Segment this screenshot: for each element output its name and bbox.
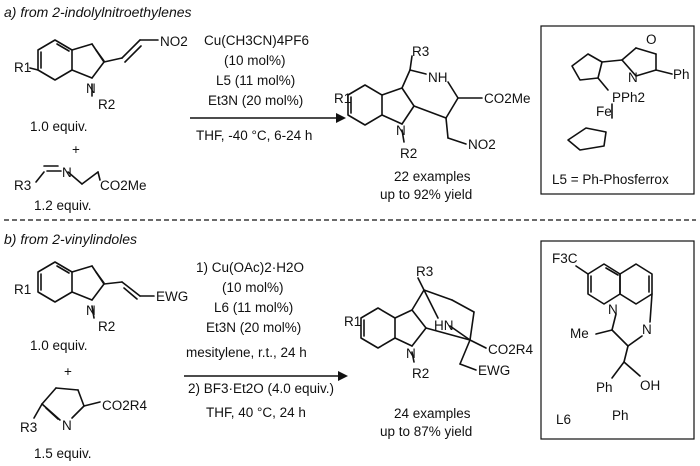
ligand-l5-pph2: PPh2 bbox=[612, 90, 645, 105]
ligand-l5-structure bbox=[567, 47, 673, 151]
reactant-a2-r3: R3 bbox=[14, 178, 31, 193]
ligand-l6-ph-b: Ph bbox=[612, 408, 629, 423]
results-a-examples: 22 examples bbox=[394, 169, 471, 184]
product-b-structure bbox=[360, 277, 487, 371]
ligand-l6-n: N bbox=[642, 322, 652, 337]
reactant-b1-structure bbox=[37, 261, 155, 319]
reactant-a1-no2: NO2 bbox=[160, 34, 188, 49]
product-a-r2: R2 bbox=[400, 146, 417, 161]
ligand-l6-n1-label: N bbox=[608, 302, 618, 317]
condition-b-2: (10 mol%) bbox=[222, 280, 284, 295]
ligand-l5-ph: Ph bbox=[673, 67, 690, 82]
arrow-b-head bbox=[338, 371, 348, 381]
ligand-l6-structure bbox=[575, 263, 653, 379]
reactant-a1-r2: R2 bbox=[98, 97, 115, 112]
product-b-ewg: EWG bbox=[478, 363, 510, 378]
condition-a-1: Cu(CH3CN)4PF6 bbox=[204, 33, 309, 48]
product-a-co2me: CO2Me bbox=[484, 91, 531, 106]
reactant-b1-r1: R1 bbox=[14, 282, 31, 297]
results-b-yield: up to 87% yield bbox=[380, 424, 472, 439]
product-a-structure bbox=[347, 55, 483, 145]
reactant-b1-r2: R2 bbox=[98, 319, 115, 334]
reactant-b2-r3: R3 bbox=[20, 420, 37, 435]
results-a-yield: up to 92% yield bbox=[380, 187, 472, 202]
condition-b-3: L6 (11 mol%) bbox=[214, 300, 293, 315]
reactant-a1-r1: R1 bbox=[14, 60, 31, 75]
product-a-nh: NH bbox=[428, 70, 448, 85]
ligand-l6-box bbox=[540, 240, 695, 440]
reactant-a1-equiv: 1.0 equiv. bbox=[30, 119, 88, 134]
ligand-l6-me: Me bbox=[570, 326, 589, 341]
product-a-no2: NO2 bbox=[468, 137, 496, 152]
ligand-l5-label: L5 = Ph-Phosferrox bbox=[552, 172, 669, 187]
reactant-a2-n: N bbox=[62, 165, 72, 180]
ligand-l5-o: O bbox=[646, 32, 657, 47]
reactant-a2-equiv: 1.2 equiv. bbox=[34, 198, 92, 213]
condition-a-4: Et3N (20 mol%) bbox=[208, 93, 303, 108]
product-b-hn: HN bbox=[434, 318, 454, 333]
condition-a-2: (10 mol%) bbox=[224, 53, 286, 68]
condition-a-3: L5 (11 mol%) bbox=[216, 73, 295, 88]
product-a-r1: R1 bbox=[334, 91, 351, 106]
product-b-n: N bbox=[406, 346, 416, 361]
ligand-l5-fe: Fe bbox=[596, 104, 612, 119]
ligand-l6-ph-a: Ph bbox=[596, 380, 613, 395]
reactant-b2-co2r4: CO2R4 bbox=[102, 398, 148, 413]
product-a-r3: R3 bbox=[412, 44, 429, 59]
conditions-b: 1) Cu(OAc)2·H2O (10 mol%) L6 (11 mol%) E… bbox=[186, 260, 334, 420]
ligand-l6-cf3: F3C bbox=[552, 251, 578, 266]
reactant-b2-n: N bbox=[62, 418, 72, 433]
reactant-b2-structure bbox=[33, 387, 101, 421]
reactant-a2-co2me: CO2Me bbox=[100, 178, 147, 193]
product-b-r3: R3 bbox=[416, 264, 433, 279]
condition-b-6: 2) BF3·Et2O (4.0 equiv.) bbox=[188, 381, 334, 396]
ligand-l6-label: L6 bbox=[556, 412, 571, 427]
reactant-b1-ewg: EWG bbox=[156, 289, 188, 304]
reactant-a1-n-label: N bbox=[86, 81, 96, 96]
product-b-r1: R1 bbox=[344, 314, 361, 329]
ligand-l6-oh: OH bbox=[640, 378, 660, 393]
condition-b-5: mesitylene, r.t., 24 h bbox=[186, 345, 307, 360]
condition-b-4: Et3N (20 mol%) bbox=[206, 320, 301, 335]
plus-a: + bbox=[72, 142, 80, 157]
reactant-b1-equiv: 1.0 equiv. bbox=[30, 338, 88, 353]
section-b-heading: b) from 2-vinylindoles bbox=[4, 231, 137, 247]
condition-b-1: 1) Cu(OAc)2·H2O bbox=[196, 260, 304, 275]
plus-b: + bbox=[64, 364, 72, 379]
product-b-r2: R2 bbox=[412, 366, 429, 381]
conditions-a: Cu(CH3CN)4PF6 (10 mol%) L5 (11 mol%) Et3… bbox=[196, 33, 312, 143]
reactant-b2-equiv: 1.5 equiv. bbox=[34, 446, 92, 461]
condition-a-5: THF, -40 °C, 6-24 h bbox=[196, 128, 312, 143]
product-b-co2r4: CO2R4 bbox=[488, 342, 534, 357]
ligand-l5-box bbox=[540, 25, 695, 195]
reactant-a2-structure bbox=[35, 165, 101, 185]
condition-b-7: THF, 40 °C, 24 h bbox=[206, 405, 306, 420]
reactant-b1-n: N bbox=[86, 303, 96, 318]
ligand-l5-n: N bbox=[628, 70, 638, 85]
product-a-n-label: N bbox=[396, 123, 406, 138]
results-b-examples: 24 examples bbox=[394, 406, 471, 421]
section-a-heading: a) from 2-indolylnitroethylenes bbox=[4, 4, 192, 20]
arrow-a-head bbox=[336, 113, 346, 123]
reactant-a1-structure bbox=[29, 39, 159, 97]
